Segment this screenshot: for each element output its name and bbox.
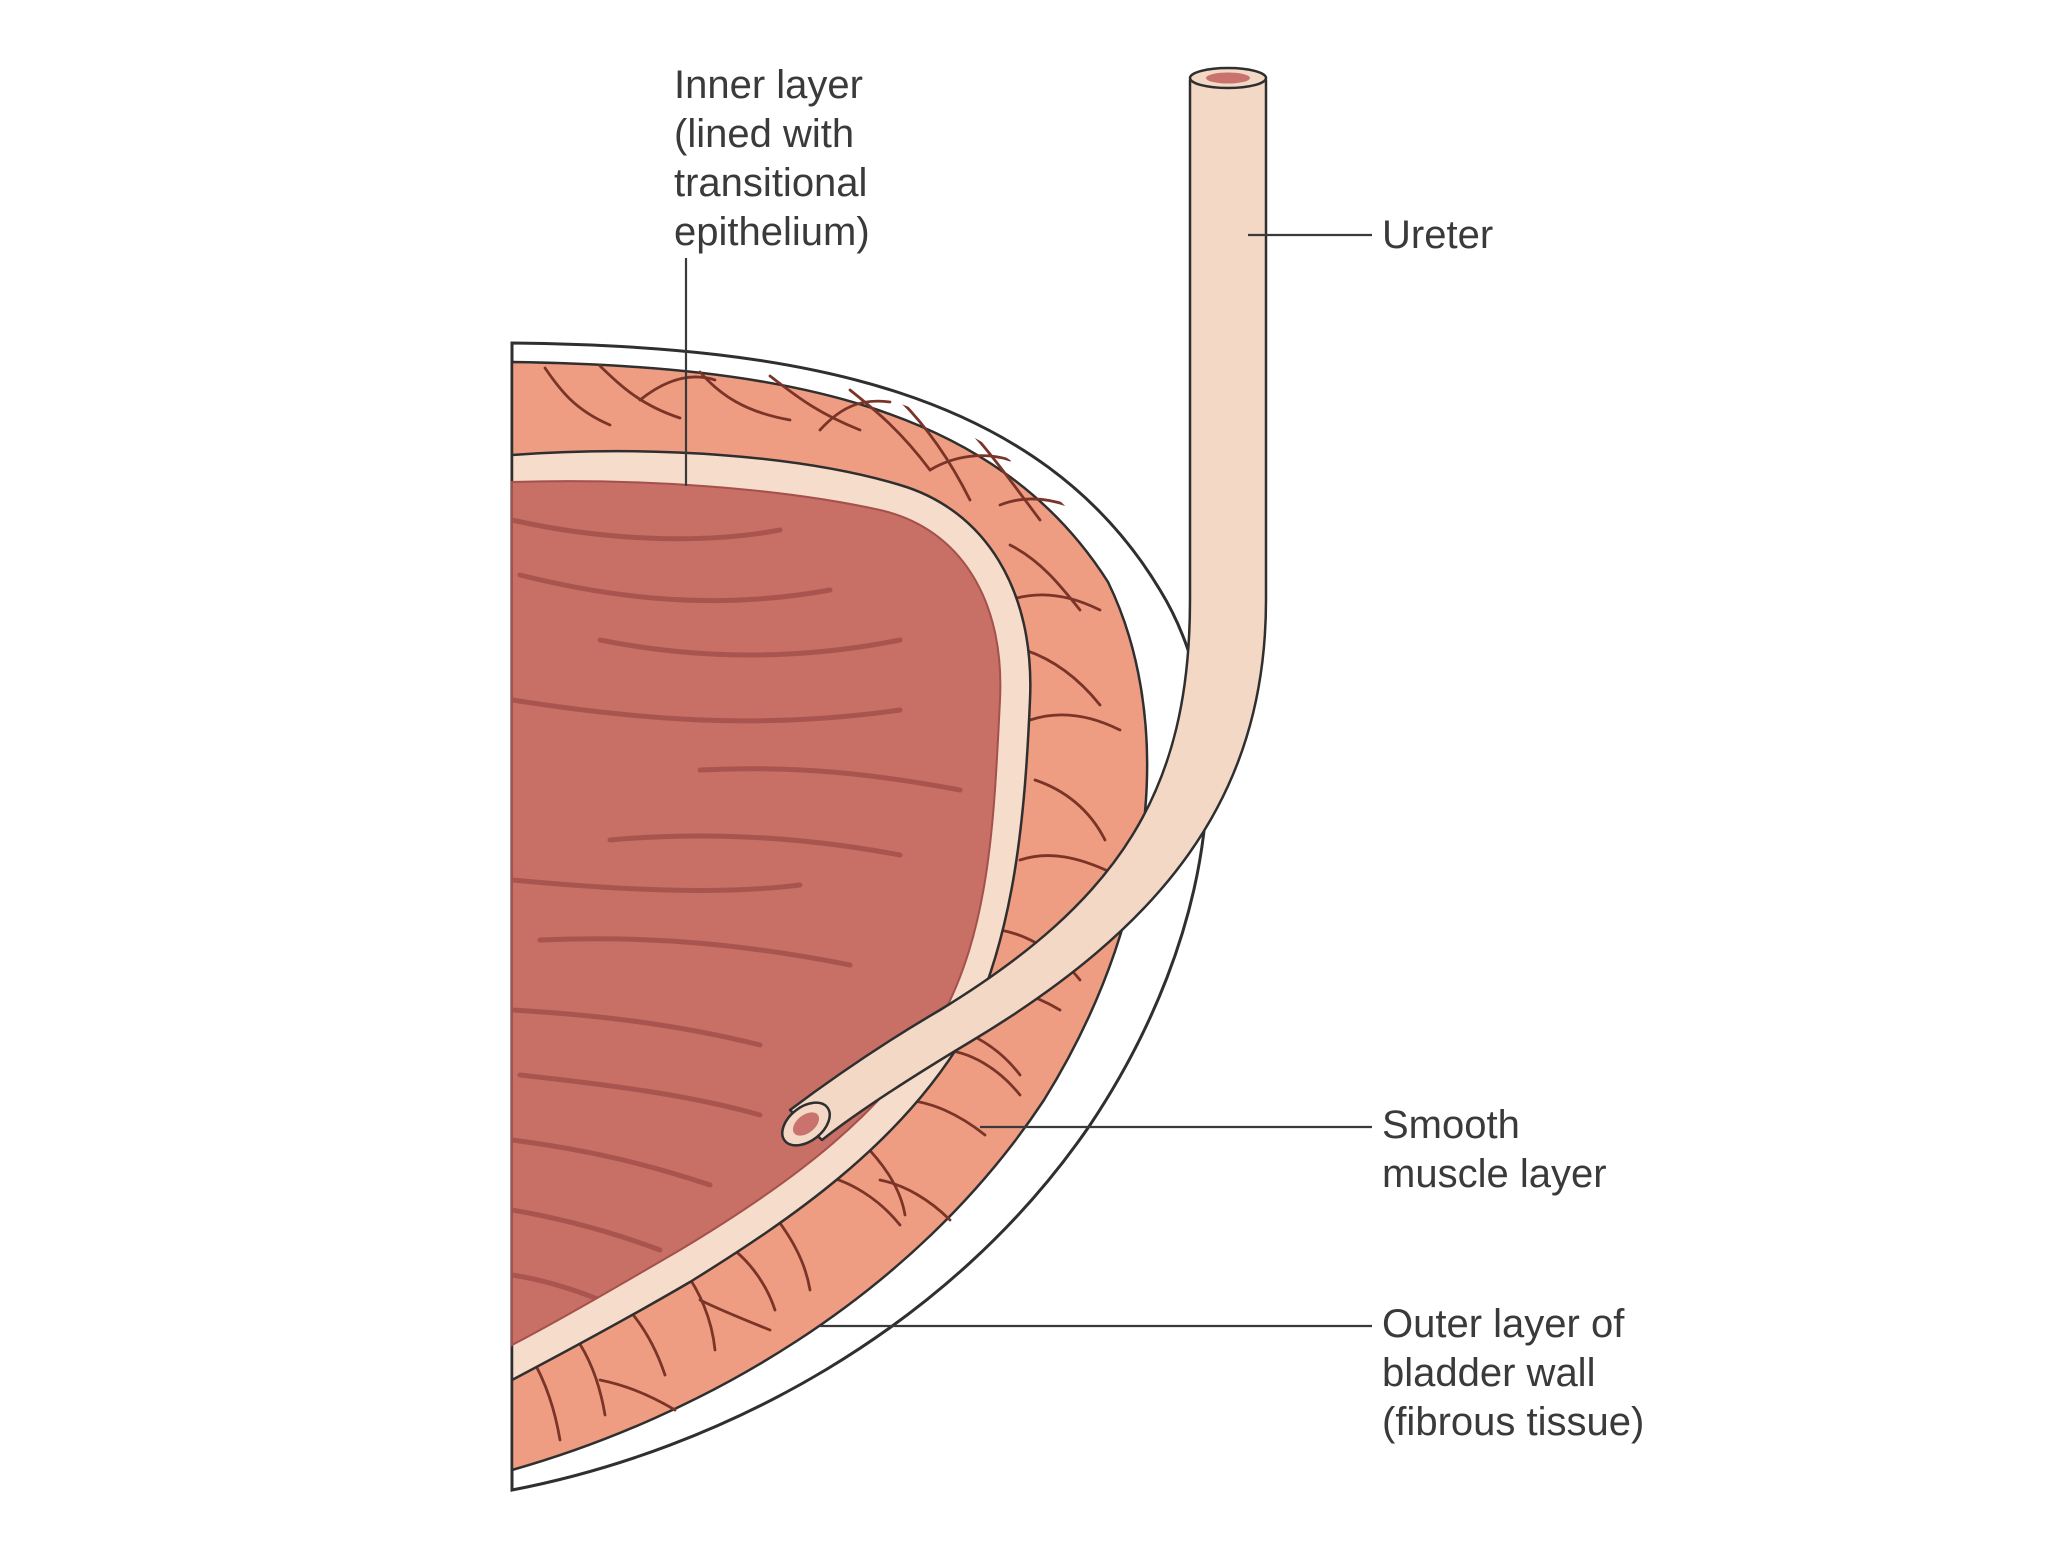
ureter-top-lumen: [1206, 72, 1250, 84]
label-ureter-line-1: Ureter: [1382, 213, 1494, 257]
label-smooth-muscle-line-2: muscle layer: [1382, 1152, 1607, 1196]
lumen-folds: [512, 517, 963, 1303]
label-outer-layer-line-3: (fibrous tissue): [1382, 1400, 1645, 1444]
label-outer-layer: Outer layer of bladder wall (fibrous tis…: [1382, 1300, 1644, 1447]
label-outer-layer-line-1: Outer layer of: [1382, 1302, 1625, 1346]
label-smooth-muscle-line-1: Smooth: [1382, 1103, 1520, 1147]
ureter-tube: [781, 66, 1268, 1147]
label-smooth-muscle: Smooth muscle layer: [1382, 1101, 1607, 1199]
ureter-end-lumen: [792, 1112, 820, 1136]
label-outer-layer-line-2: bladder wall: [1382, 1351, 1596, 1395]
label-inner-layer-line-1: Inner layer: [674, 63, 863, 107]
label-inner-layer-line-4: epithelium): [674, 210, 870, 254]
ureter-body: [788, 78, 1268, 1142]
label-ureter: Ureter: [1382, 211, 1493, 260]
bladder-lumen: [511, 480, 1002, 1347]
label-inner-layer: Inner layer (lined with transitional epi…: [674, 61, 870, 257]
label-inner-layer-line-2: (lined with: [674, 112, 855, 156]
leader-lines: [684, 233, 1372, 1328]
label-inner-layer-line-3: transitional: [674, 161, 868, 205]
